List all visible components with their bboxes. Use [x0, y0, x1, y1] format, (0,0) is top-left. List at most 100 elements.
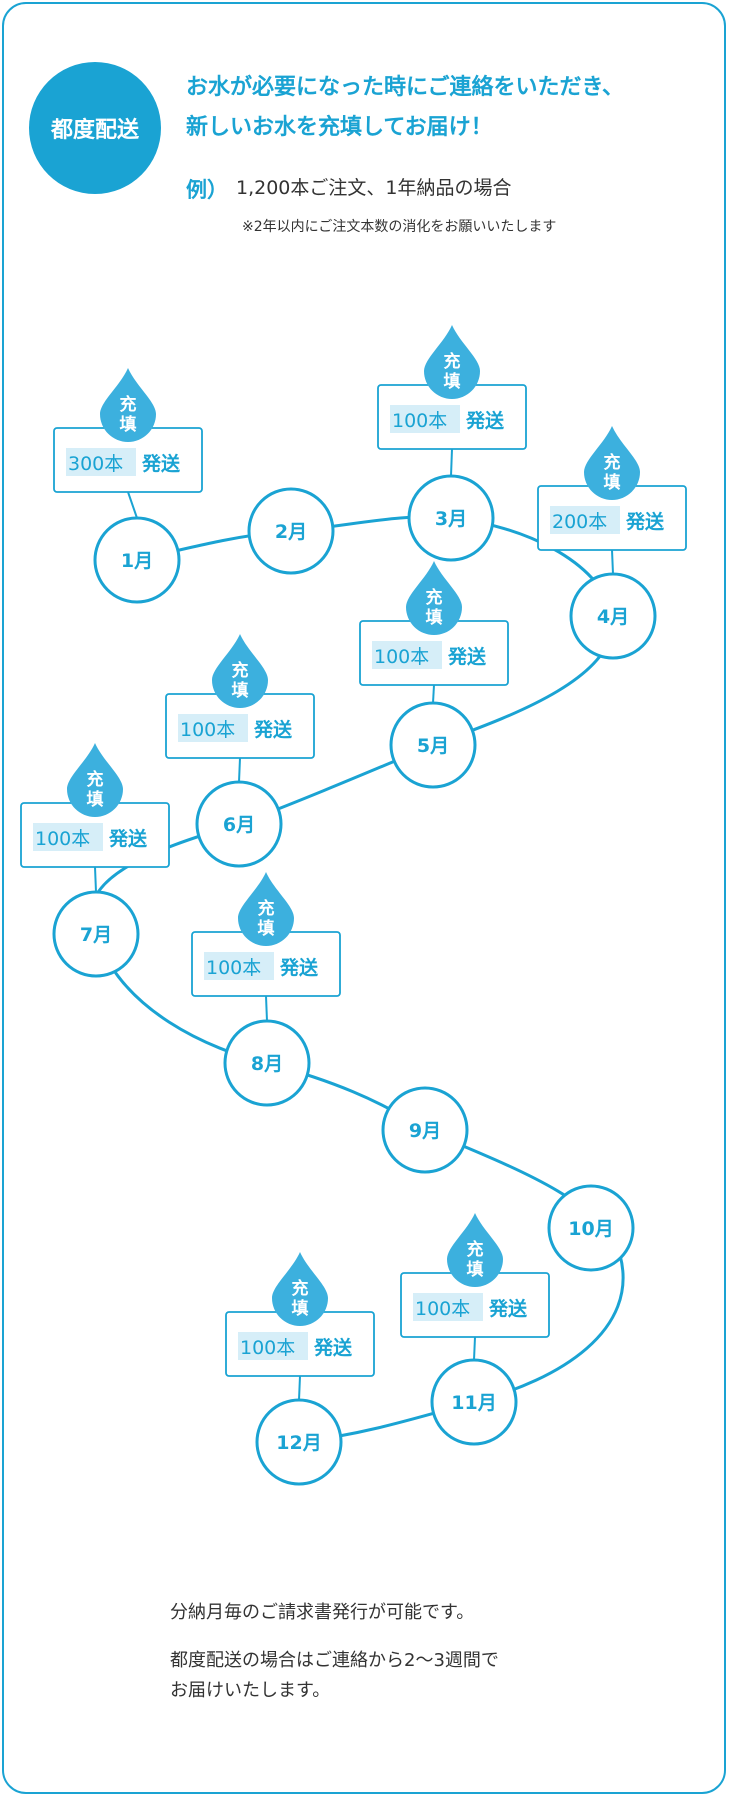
drop-label-1: 充 [232, 660, 249, 681]
water-drop-icon [447, 1213, 503, 1287]
drop-label-2: 填 [604, 472, 621, 493]
month-label: 1月 [121, 550, 153, 572]
qty-highlight [204, 952, 274, 980]
shipment-qty: 100本 [392, 410, 447, 432]
headline-line-1: お水が必要になった時にご連絡をいただき、 [186, 75, 625, 100]
month-node: 100本発送充填5月 [359, 561, 509, 789]
headline-line-2: 新しいお水を充填してお届け！ [186, 115, 493, 140]
month-circle [547, 1184, 635, 1272]
qty-highlight [238, 1332, 308, 1360]
box-connector [127, 491, 138, 519]
month-label: 6月 [223, 814, 255, 836]
box-connector [450, 448, 453, 477]
footer-delivery-text: 都度配送の場合はご連絡から2〜3週間で お届けいたします。 [170, 1646, 499, 1706]
water-drop-icon [424, 325, 480, 399]
month-label: 2月 [275, 521, 307, 543]
drop-label-1: 充 [444, 351, 461, 372]
month-circle [407, 474, 495, 562]
month-label: 4月 [597, 606, 629, 628]
example-text: 1,200本ご注文、1年納品の場合 [236, 177, 512, 199]
drop-label-1: 充 [120, 394, 137, 415]
month-label: 9月 [409, 1120, 441, 1142]
month-circle [52, 890, 140, 978]
month-label: 12月 [276, 1432, 321, 1454]
drop-label-1: 充 [258, 898, 275, 919]
month-node: 100本発送 充填 3月 [377, 325, 527, 562]
month-label: 11月 [451, 1392, 496, 1414]
drop-label-2: 填 [232, 680, 249, 701]
water-drop-icon [405, 561, 462, 636]
qty-highlight [66, 448, 136, 476]
month-circle [93, 516, 181, 604]
month-label: 7月 [80, 924, 112, 946]
box-connector [432, 684, 435, 704]
month-label: 8月 [251, 1053, 283, 1075]
month-label: 5月 [417, 735, 449, 757]
qty-highlight [178, 714, 248, 742]
delivery-type-badge: 都度配送 [29, 62, 161, 194]
shipment-qty: 100本 [206, 957, 261, 979]
shipment-qty: 100本 [415, 1298, 470, 1320]
drop-label-2: 填 [87, 789, 104, 810]
drop-label-1: 充 [467, 1239, 484, 1260]
qty-highlight [550, 506, 620, 534]
box-connector [611, 549, 614, 575]
drop-label-1: 充 [292, 1278, 309, 1299]
drop-label-1: 充 [604, 452, 621, 473]
drop-label-1: 充 [426, 587, 443, 608]
shipment-label: 発送 [279, 956, 319, 979]
shipment-label: 発送 [625, 510, 665, 533]
footer-invoice-text: 分納月毎のご請求書発行が可能です。 [170, 1602, 475, 1623]
shipment-label: 発送 [108, 827, 148, 850]
month-node: 100本発送 充填 8月 [191, 872, 341, 1107]
qty-highlight [390, 405, 460, 433]
shipment-label: 発送 [313, 1336, 353, 1359]
headline: お水が必要になった時にご連絡をいただき、 新しいお水を充填してお届け！ [186, 68, 624, 148]
footer: 分納月毎のご請求書発行が可能です。 都度配送の場合はご連絡から2〜3週間で お届… [170, 1598, 499, 1724]
water-drop-icon [67, 743, 123, 817]
month-circle [569, 572, 657, 660]
water-drop-icon [212, 634, 268, 708]
box-connector [298, 1375, 301, 1401]
qty-highlight [33, 823, 103, 851]
month-node: 100本発送充填11月 [400, 1213, 550, 1446]
shipment-qty: 100本 [180, 719, 235, 741]
example-label: 例） [186, 178, 228, 202]
shipment-qty: 100本 [374, 646, 429, 668]
month-circle [195, 780, 283, 868]
month-node: 200本発送 充填 4月 [537, 426, 687, 660]
month-label: 10月 [568, 1218, 613, 1240]
shipment-label: 発送 [465, 409, 505, 432]
month-circle [381, 1086, 469, 1174]
box-connector [473, 1336, 476, 1361]
shipment-qty: 100本 [35, 828, 90, 850]
month-node: 9月 [381, 1086, 469, 1174]
water-drop-icon [238, 872, 294, 946]
month-node: 100本発送 充填 6月 [165, 634, 315, 868]
month-node: 100本発送 充填 7月 [20, 743, 170, 978]
month-circle [430, 1358, 518, 1446]
shipment-qty: 200本 [552, 511, 607, 533]
drop-label-1: 充 [87, 769, 104, 790]
month-label: 3月 [435, 508, 467, 530]
shipment-label: 発送 [488, 1297, 528, 1320]
month-node: 300本発送充填1月 [53, 368, 203, 604]
shipment-label: 発送 [141, 452, 181, 475]
qty-highlight [372, 641, 442, 669]
shipment-label: 発送 [447, 645, 487, 668]
month-circle [247, 487, 335, 575]
box-connector [265, 995, 268, 1022]
drop-label-2: 填 [258, 918, 275, 939]
month-node: 2月 [247, 487, 335, 575]
water-drop-icon [584, 426, 640, 500]
note-text: ※2年以内にご注文本数の消化をお願いいたします [242, 219, 557, 235]
month-node: 100本発送充填12月 [225, 1252, 375, 1486]
shipment-qty: 100本 [240, 1337, 295, 1359]
month-node: 10月 [547, 1184, 635, 1272]
month-circle [389, 701, 477, 789]
box-connector [94, 866, 97, 893]
shipment-label: 発送 [253, 718, 293, 741]
drop-label-2: 填 [444, 371, 461, 392]
shipment-qty: 300本 [68, 453, 123, 475]
